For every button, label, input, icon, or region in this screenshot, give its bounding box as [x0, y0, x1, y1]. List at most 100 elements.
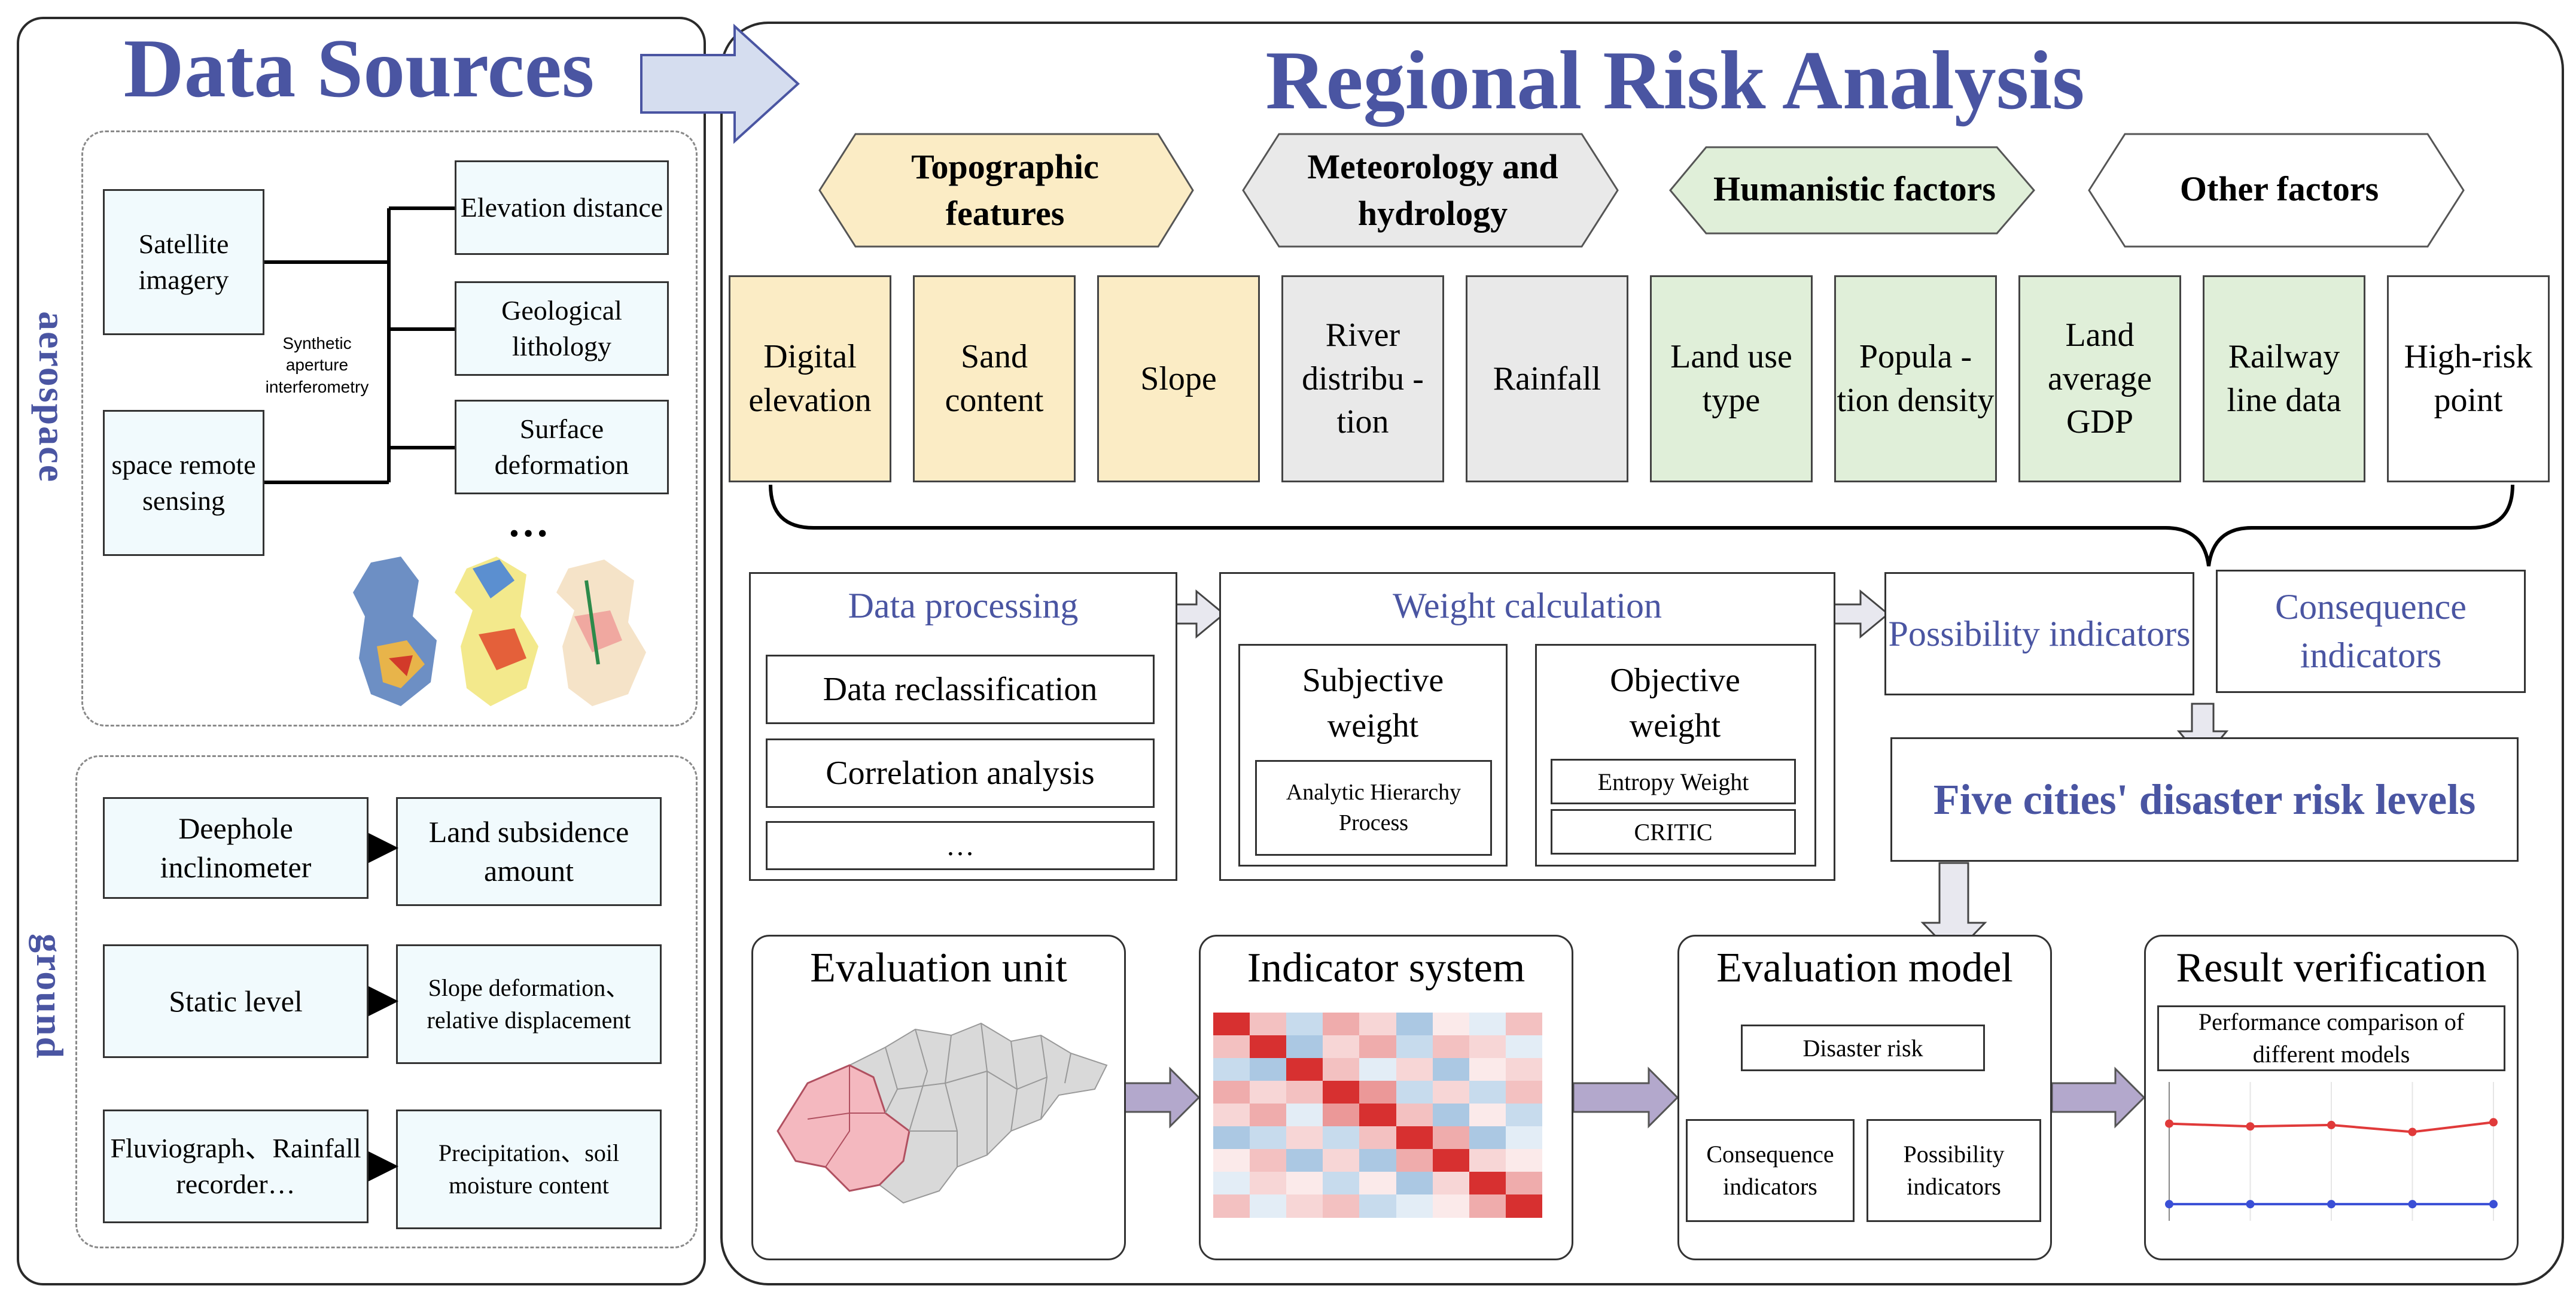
- heatmap-cell: [1323, 1081, 1360, 1104]
- instrument-box: Fluviograph、Rainfall recorder…: [103, 1110, 369, 1223]
- factor-label: River distribu -tion: [1302, 316, 1424, 441]
- evaluation-unit-title: Evaluation unit: [810, 945, 1067, 991]
- heatmap-cell: [1286, 1104, 1323, 1127]
- result-verification-title: Result verification: [2176, 945, 2487, 991]
- model-possibility-label: Possibility indicators: [1903, 1141, 2005, 1200]
- heatmap-cell: [1359, 1104, 1397, 1127]
- indicator-system-title: Indicator system: [1247, 945, 1525, 991]
- blue-series-point: [2408, 1200, 2417, 1209]
- factor-box: Digital elevation: [729, 275, 891, 482]
- heatmap-cell: [1286, 1058, 1323, 1081]
- heatmap-cell: [1250, 1081, 1287, 1104]
- heatmap-cell: [1213, 1126, 1250, 1150]
- factors-brace: [769, 484, 2514, 567]
- model-consequence-label: Consequence indicators: [1706, 1141, 1834, 1200]
- risk-levels-label: Five cities' disaster risk levels: [1933, 775, 2476, 823]
- ground-group: [75, 755, 698, 1248]
- blue-series-point: [2165, 1200, 2173, 1209]
- ground-label: ground: [29, 934, 71, 1060]
- weight-calculation-title: Weight calculation: [1393, 586, 1662, 625]
- factor-box: Railway line data: [2203, 275, 2365, 482]
- data-sources-panel: [17, 17, 706, 1285]
- critic-box: CRITIC: [1551, 809, 1796, 855]
- heatmap-cell: [1359, 1194, 1397, 1218]
- source-space-remote-sensing: space remote sensing: [103, 410, 264, 556]
- heatmap-cell: [1359, 1058, 1397, 1081]
- heatmap-cell: [1432, 1149, 1470, 1172]
- entropy-weight-label: Entropy Weight: [1597, 768, 1749, 795]
- heatmap-cell: [1286, 1013, 1323, 1036]
- red-series-point: [2327, 1120, 2336, 1129]
- blue-series-point: [2489, 1200, 2498, 1209]
- heatmap-cell: [1213, 1081, 1250, 1104]
- heatmap-cell: [1469, 1104, 1506, 1127]
- heatmap-cell: [1359, 1172, 1397, 1195]
- heatmap-cell: [1250, 1058, 1287, 1081]
- processing-item: Data reclassification: [766, 655, 1155, 724]
- disaster-risk-box: Disaster risk: [1741, 1025, 1985, 1071]
- heatmap-cell: [1286, 1149, 1323, 1172]
- heatmap-cell: [1323, 1172, 1360, 1195]
- red-series-point: [2408, 1127, 2417, 1136]
- model-consequence-box: Consequence indicators: [1686, 1119, 1855, 1222]
- heatmap-cell: [1323, 1013, 1360, 1036]
- category-label: Humanistic factors: [1713, 169, 1996, 208]
- factor-box: High-risk point: [2387, 275, 2550, 482]
- product-surface-deformation: Surface deformation: [455, 400, 669, 494]
- heatmap-cell: [1505, 1058, 1543, 1081]
- heatmap-cell: [1359, 1013, 1397, 1036]
- heatmap-cell: [1396, 1104, 1433, 1127]
- heatmap-cell: [1505, 1172, 1543, 1195]
- verify-caption: Performance comparison of different mode…: [2198, 1008, 2465, 1068]
- regional-risk-title: Regional Risk Analysis: [1265, 34, 2085, 127]
- heatmap-cell: [1286, 1035, 1323, 1059]
- model-to-verify-arrow: [2051, 1066, 2146, 1129]
- processing-item-label: Correlation analysis: [826, 755, 1095, 792]
- aerospace-group: [81, 130, 698, 727]
- category-label: Other factors: [2179, 169, 2379, 208]
- heatmap-cell: [1286, 1172, 1323, 1195]
- factor-label: Railway line data: [2227, 338, 2341, 419]
- heatmap-cell: [1432, 1172, 1470, 1195]
- heatmap-cell: [1469, 1194, 1506, 1218]
- processing-item-label: Data reclassification: [823, 671, 1098, 708]
- factor-box: Popula -tion density: [1834, 275, 1997, 482]
- measure-box: Land subsidence amount: [396, 797, 662, 906]
- highlighted-cities: [777, 1064, 911, 1192]
- heatmap-cell: [1432, 1058, 1470, 1081]
- heatmap-cell: [1396, 1172, 1433, 1195]
- heatmap-cell: [1396, 1013, 1433, 1036]
- model-possibility-box: Possibility indicators: [1866, 1119, 2041, 1222]
- heatmap-cell: [1213, 1149, 1250, 1172]
- heatmap-cell: [1505, 1013, 1543, 1036]
- red-series-point: [2165, 1119, 2173, 1128]
- heatmap-cell: [1505, 1126, 1543, 1150]
- factor-label: Land use type: [1670, 338, 1792, 419]
- heatmap-cell: [1432, 1081, 1470, 1104]
- measure-label: Slope deformation、relative displacement: [427, 974, 631, 1034]
- heatmap-cell: [1396, 1194, 1433, 1218]
- sources-to-analysis-arrow: [640, 23, 800, 144]
- measure-label: Precipitation、soil moisture content: [438, 1139, 620, 1199]
- data-processing-title: Data processing: [848, 586, 1079, 625]
- heatmap-cell: [1250, 1172, 1287, 1195]
- product-label: Surface deformation: [494, 414, 629, 480]
- heatmap-cell: [1213, 1104, 1250, 1127]
- heatmap-cell: [1286, 1194, 1323, 1218]
- heatmap-cell: [1469, 1013, 1506, 1036]
- risk-levels-box: Five cities' disaster risk levels: [1890, 737, 2519, 862]
- instrument-box: Deephole inclinometer: [103, 797, 369, 899]
- possibility-indicators-box: Possibility indicators: [1884, 572, 2194, 695]
- category-label: Topographic features: [911, 147, 1099, 233]
- measure-box: Precipitation、soil moisture content: [396, 1110, 662, 1229]
- sar-label: Synthetic aperture interferometry: [265, 334, 369, 396]
- red-series-point: [2489, 1118, 2498, 1127]
- processing-item: …: [766, 821, 1155, 870]
- heatmap-cell: [1323, 1035, 1360, 1059]
- entropy-weight-box: Entropy Weight: [1551, 759, 1796, 804]
- heatmap-cell: [1432, 1194, 1470, 1218]
- factor-box: Land average GDP: [2018, 275, 2181, 482]
- heatmap-cell: [1396, 1126, 1433, 1150]
- factor-box: Rainfall: [1466, 275, 1628, 482]
- consequence-indicators-box: Consequence indicators: [2216, 570, 2526, 693]
